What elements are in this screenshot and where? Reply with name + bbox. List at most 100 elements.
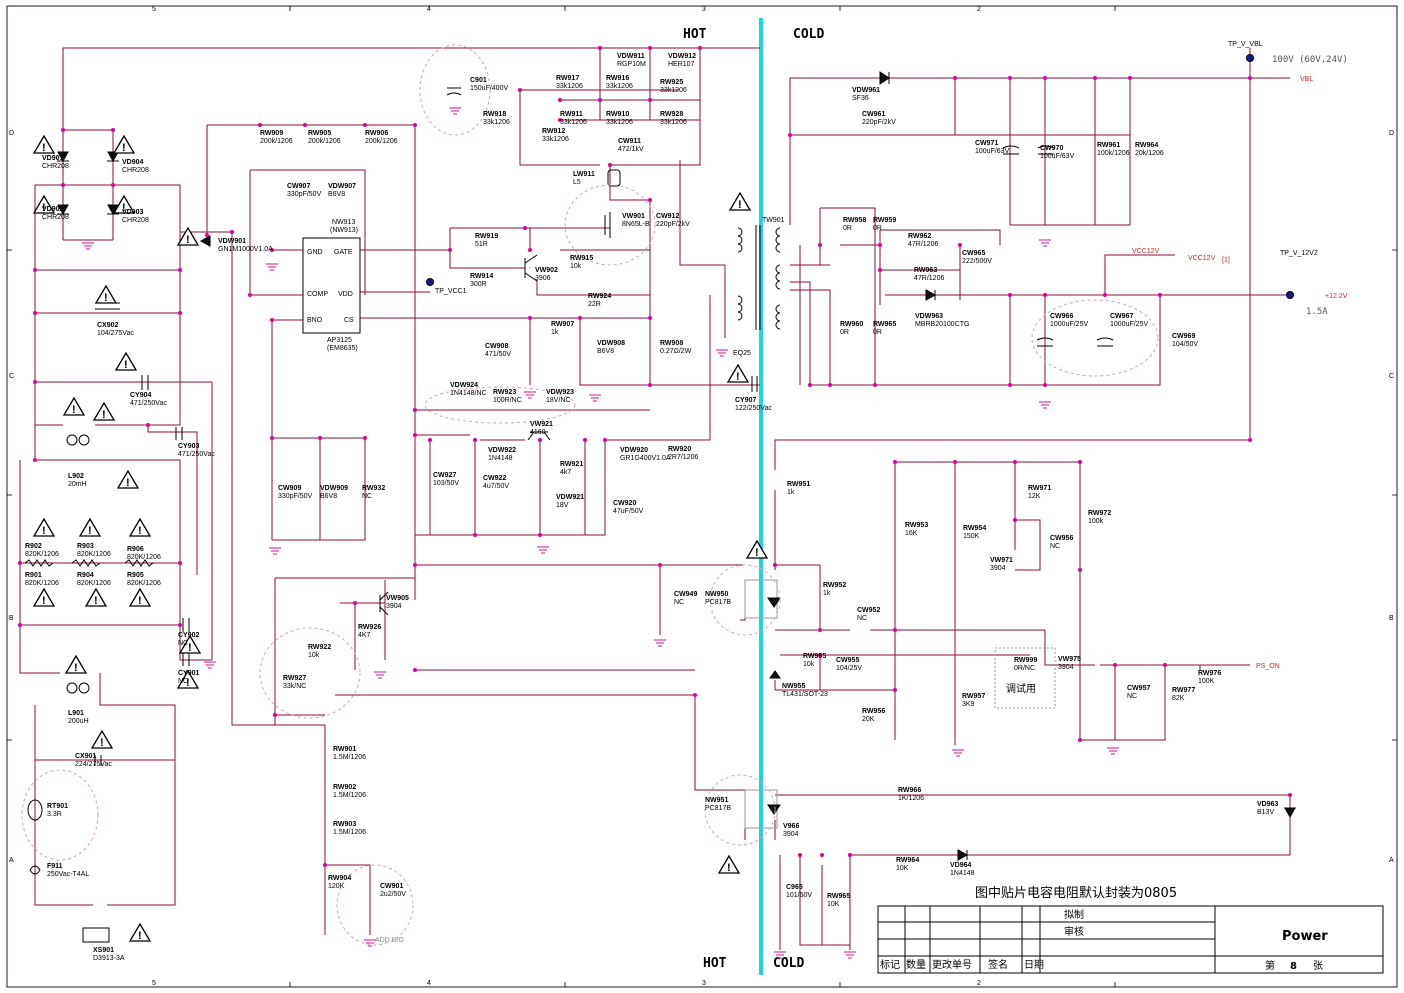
part-value-vdw920: GR1G400V1.0A	[620, 455, 671, 462]
part-ref-cw949: CW949	[674, 591, 697, 598]
svg-text:!: !	[74, 662, 78, 674]
part-ref-rw965: RW965	[873, 321, 896, 328]
svg-text:!: !	[738, 199, 742, 211]
part-ref-rw957: RW957	[962, 693, 985, 700]
debug-note: 调试用	[1006, 682, 1036, 695]
package-note: 图中贴片电容电阻默认封装为0805	[975, 885, 1177, 901]
svg-text:!: !	[755, 547, 759, 559]
p12v-net: +12.2V	[1325, 293, 1348, 300]
part-ref-rw920: RW920	[668, 446, 691, 453]
part-value-rw928: 33k1206	[660, 119, 687, 126]
part-value-rw915: 10k	[570, 263, 582, 270]
cold-label-top: COLD	[793, 27, 824, 42]
part-value-rw951: 1k	[787, 489, 795, 496]
part-ref-cw967: CW967	[1110, 313, 1133, 320]
part-ref-rw924: RW924	[588, 293, 611, 300]
part-value-r901: 820K/1206	[25, 580, 59, 587]
svg-text:!: !	[736, 371, 740, 383]
part-ref-vw905: VW905	[386, 595, 409, 602]
part-value-rw902: 1.5M/1206	[333, 792, 366, 799]
part-value-vw971: 3904	[990, 565, 1006, 572]
part-value-rt901: 3.3R	[47, 811, 62, 818]
tp-12v: TP_V_12V2	[1280, 250, 1318, 257]
part-value-rw925: 33k1206	[660, 87, 687, 94]
part-ref-rw928: RW928	[660, 111, 683, 118]
part-ref-vw921: VW921	[530, 421, 553, 428]
svg-text:!: !	[124, 359, 128, 371]
part-ref-cw955: CW955	[836, 657, 859, 664]
part-ref-vdw901: VDW901	[218, 238, 246, 245]
junction-dots	[18, 46, 1292, 867]
warning-icons: !!!!!!!!!!!!!!!!!!!!!!!!!	[32, 134, 769, 942]
part-ref-cw971: CW971	[975, 140, 998, 147]
ground-symbols	[82, 107, 1119, 959]
part-ref-rw926: RW926	[358, 624, 381, 631]
part-value-rw907: 1k	[551, 329, 559, 336]
part-ref-rw917: RW917	[556, 75, 579, 82]
part-value-rw960: 0R	[840, 329, 849, 336]
tp-vbl: TP_V_VBL	[1228, 41, 1263, 48]
part-value-rw999: 0R/NC	[1014, 665, 1035, 672]
part-ref-rw964: RW964	[1135, 142, 1158, 149]
part-ref-rw960: RW960	[840, 321, 863, 328]
part-ref-lw911: LW911	[573, 171, 595, 178]
p12v-current: 1.5A	[1306, 307, 1328, 317]
part-value-xs901: D3913-3A	[93, 955, 125, 962]
part-value-cw970: 100uF/63V	[1040, 153, 1075, 160]
part-value-rw972: 100k	[1088, 518, 1104, 525]
part-ref-rw956: RW956	[862, 708, 885, 715]
part-ref-r906: R906	[127, 546, 144, 553]
part-value-c965: 101/50V	[786, 892, 812, 899]
part-value-rw956: 20K	[862, 716, 875, 723]
part-value-rw927: 33k/NC	[283, 683, 306, 690]
grid-col-3: 3	[702, 6, 706, 13]
part-ref-cw922: CW922	[483, 475, 506, 482]
part-value-vw921: 4160	[530, 429, 546, 436]
part-value-rw965b: 10K	[827, 901, 840, 908]
part-value-rw954: 150K	[963, 533, 980, 540]
tp-vcc1: TP_VCC1	[435, 288, 467, 295]
part-ref-rw971: RW971	[1028, 485, 1051, 492]
part-ref-vdw907: VDW907	[328, 183, 356, 190]
part-value-cw956: NC	[1050, 543, 1060, 550]
part-value-rw916: 33k1206	[606, 83, 633, 90]
part-ref-rt901: RT901	[47, 803, 68, 810]
part-value-vdw907: B6V8	[328, 191, 345, 198]
part-value-rw953: 16K	[905, 530, 918, 537]
grid-row-A: A	[9, 857, 14, 864]
part-value-rw914: 300R	[470, 281, 487, 288]
part-value-c901: 150uF/400V	[470, 85, 508, 92]
part-ref-vd963: VD963	[1257, 801, 1279, 808]
part-ref-cw908: CW908	[485, 343, 508, 350]
part-value-rw959: 0R	[873, 225, 882, 232]
part-ref-vw902: VW902	[535, 267, 558, 274]
part-ref-rw932: RW932	[362, 485, 385, 492]
part-value-rw909: 200k/1206	[260, 138, 293, 145]
part-ref-rw903: RW903	[333, 821, 356, 828]
part-value-vd904: CHR208	[122, 167, 149, 174]
part-value-r905: 820K/1206	[127, 580, 161, 587]
part-labels: VD901CHR208VD904CHR208VD902CHR208VD903CH…	[25, 53, 1279, 962]
part-ref-r901: R901	[25, 572, 42, 579]
part-value-rw971: 12K	[1028, 493, 1041, 500]
part-value-rw955: 10k	[803, 661, 815, 668]
part-value-v966: 3904	[783, 831, 799, 838]
part-value-cw927: 103/50V	[433, 480, 459, 487]
part-value-cw969: 104/50V	[1172, 341, 1198, 348]
part-ref-rw954: RW954	[963, 525, 986, 532]
part-ref-vd903: VD903	[122, 209, 144, 216]
title-block	[877, 905, 1384, 974]
part-ref-cx901: CX901	[75, 753, 97, 760]
part-ref-r902: R902	[25, 543, 42, 550]
grid-col-3-bottom: 3	[702, 980, 706, 987]
part-value-rw911: 33k1206	[560, 119, 587, 126]
part-value-rw932: NC	[362, 493, 372, 500]
grid-row-C-right: C	[1389, 373, 1394, 380]
part-value-rw908: 0.27Ω/2W	[660, 348, 692, 355]
svg-text:!: !	[42, 595, 46, 607]
part-ref-rw914: RW914	[470, 273, 493, 280]
svg-text:!: !	[94, 595, 98, 607]
sheet-border	[6, 5, 1398, 988]
part-ref-rw904: RW904	[328, 875, 351, 882]
part-value-cw971: 100uF/63V	[975, 148, 1010, 155]
